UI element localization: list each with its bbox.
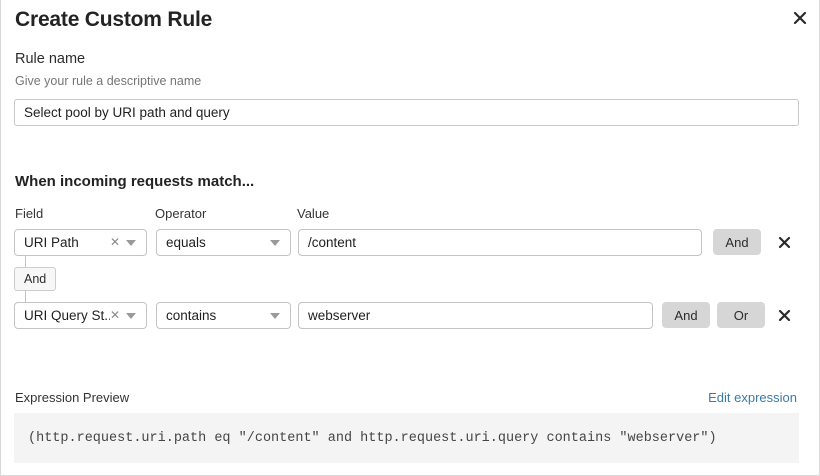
delete-condition-button[interactable] <box>774 232 794 252</box>
close-icon <box>778 236 790 248</box>
logic-or-button[interactable]: Or <box>717 302 765 328</box>
field-select[interactable]: URI Query St... ✕ <box>14 302 147 329</box>
delete-condition-button[interactable] <box>774 305 794 325</box>
operator-select[interactable]: equals <box>156 229 291 256</box>
chevron-down-icon <box>126 239 136 246</box>
value-input[interactable] <box>298 229 702 256</box>
column-header-field: Field <box>15 206 44 221</box>
chevron-down-icon <box>270 312 280 319</box>
close-icon[interactable] <box>789 7 811 29</box>
field-select-value: URI Query St... <box>24 308 110 323</box>
operator-select[interactable]: contains <box>156 302 291 329</box>
rule-name-input[interactable] <box>14 99 799 126</box>
edit-expression-link[interactable]: Edit expression <box>708 390 797 405</box>
expression-preview-label: Expression Preview <box>15 390 130 405</box>
connector-and-badge[interactable]: And <box>14 267 57 291</box>
page-title: Create Custom Rule <box>15 8 213 31</box>
logic-and-button[interactable]: And <box>662 302 710 328</box>
close-icon <box>778 309 790 321</box>
rule-name-description: Give your rule a descriptive name <box>15 74 202 88</box>
clear-icon[interactable]: ✕ <box>109 234 120 249</box>
value-input[interactable] <box>298 302 653 329</box>
operator-select-value: equals <box>166 235 206 250</box>
logic-and-button[interactable]: And <box>713 229 761 255</box>
field-select-value: URI Path <box>24 235 79 250</box>
column-header-value: Value <box>297 206 330 221</box>
expression-preview-code: (http.request.uri.path eq "/content" and… <box>14 413 799 463</box>
rule-name-label: Rule name <box>15 51 86 67</box>
chevron-down-icon <box>270 239 280 246</box>
column-header-operator: Operator <box>155 206 207 221</box>
close-icon-glyph <box>793 11 807 25</box>
operator-select-value: contains <box>166 308 217 323</box>
condition-row: URI Path ✕ equals And <box>1 229 819 256</box>
clear-icon[interactable]: ✕ <box>109 307 120 322</box>
condition-row: URI Query St... ✕ contains And Or <box>1 302 819 329</box>
connector-line-bottom <box>25 290 26 302</box>
connector-line-top <box>25 256 26 268</box>
conditions-heading: When incoming requests match... <box>15 173 255 190</box>
field-select[interactable]: URI Path ✕ <box>14 229 147 256</box>
chevron-down-icon <box>126 312 136 319</box>
